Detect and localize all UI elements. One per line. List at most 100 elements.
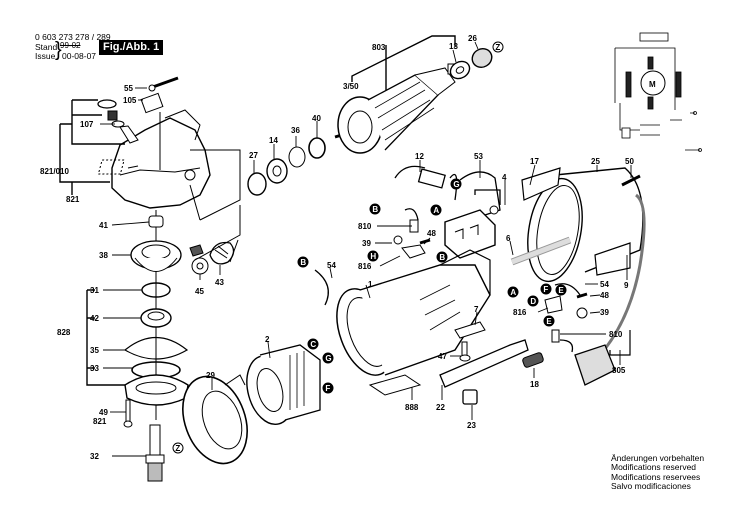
marker-E2: E [543,315,555,327]
motor-symbol: M [649,80,656,89]
marker-letter: E [546,317,552,326]
screw-55 [148,76,179,92]
marker-letter: B [300,258,306,267]
part-label-4: 4 [502,173,507,182]
power-cord-805 [598,193,646,356]
stand-label: Stand [35,42,58,52]
screw-48b [576,292,588,299]
marker-letter: Z [175,444,180,453]
part-label-810b: 810 [609,330,623,339]
part-label-803: 803 [372,43,386,52]
part-label-48a: 48 [427,229,436,238]
note-line: Modifications reservees [611,471,701,482]
part-label-32: 32 [90,452,99,461]
marker-letter: G [453,180,459,189]
part-label-39a: 39 [362,239,371,248]
spindle-32 [145,424,165,482]
part-label-816b: 816 [513,308,527,317]
brush-holder-810a [404,208,419,233]
leader-lines [100,41,632,457]
marker-circle [543,315,555,327]
part-label-821a: 821 [66,195,80,204]
part-label-12: 12 [415,152,424,161]
circlip-40 [308,137,326,159]
ring-26 [471,48,493,68]
part-label-29: 29 [206,371,215,380]
part-label-3-50: 3/50 [343,82,359,91]
part-label-821-010: 821/010 [40,167,69,176]
motor-housing-1 [336,249,491,376]
marker-letter: A [510,288,516,297]
holder-816a [401,244,426,259]
cable-53 [459,171,501,216]
part-labels: 55105107821/0108214138454331428283533498… [40,34,634,461]
note-line: Modifications reserved [611,462,697,473]
marker-letter: Z [495,43,500,52]
part-label-2: 2 [265,335,270,344]
marker-letter: B [372,205,378,214]
part-label-9: 9 [624,281,629,290]
figure-label: Fig./Abb. 1 [99,40,164,55]
marker-A1: A [430,204,442,216]
modification-notes: Änderungen vorbehalten Modifications res… [611,453,705,491]
cable-54a [554,283,581,296]
bracket-803 [351,35,456,90]
part-label-22: 22 [436,403,445,412]
part-label-40: 40 [312,114,321,123]
bracket-107 [71,99,125,145]
marker-circle [430,204,442,216]
part-label-38: 38 [99,251,108,260]
gasket-35 [123,337,189,360]
note-line: Salvo modificaciones [611,480,691,491]
part-label-50: 50 [625,157,634,166]
part-label-27: 27 [249,151,258,160]
marker-circle [540,283,552,295]
note-line: Änderungen vorbehalten [611,453,705,463]
part-label-7: 7 [474,305,479,314]
marker-circle [367,250,379,262]
brush-holder-810b [551,329,574,353]
marker-Z1: Z [492,41,504,53]
armature-3-50 [334,63,457,154]
marker-circle [307,338,319,350]
plate-105 [140,92,164,114]
part-label-55: 55 [124,84,133,93]
marker-B1: B [369,203,381,215]
leader [189,149,241,221]
part-label-43: 43 [215,278,224,287]
bracket-828 [86,289,125,386]
marker-letter: D [530,297,536,306]
bevel-gear-38 [130,240,182,272]
part-label-17: 17 [530,157,539,166]
stator-2 [246,344,321,425]
marker-circle [369,203,381,215]
part-label-42: 42 [90,314,99,323]
part-label-47: 47 [438,352,447,361]
part-label-14: 14 [269,136,278,145]
marker-G1: G [450,178,462,190]
part-label-41: 41 [99,221,108,230]
marker-G2: G [322,352,334,364]
marker-letter: F [543,285,548,294]
marker-circle [322,382,334,394]
flange-828 [124,374,189,406]
brace-symbol: } [55,39,62,61]
part-label-25: 25 [591,157,600,166]
marker-C: C [307,338,319,350]
part-label-39b: 39 [600,308,609,317]
marker-circle [527,295,539,307]
screw-49 [123,399,133,428]
part-label-828: 828 [57,328,71,337]
part-label-54b: 54 [327,261,336,270]
part-label-35: 35 [90,346,99,355]
marker-D: D [527,295,539,307]
marker-circle [322,352,334,364]
part-label-816a: 816 [358,262,372,271]
part-label-33: 33 [90,364,99,373]
marker-circle [507,286,519,298]
part-label-805: 805 [612,366,626,375]
marker-E1: E [555,284,567,296]
label-17 [521,167,561,201]
part-label-888: 888 [405,403,419,412]
marker-letter: G [325,354,331,363]
